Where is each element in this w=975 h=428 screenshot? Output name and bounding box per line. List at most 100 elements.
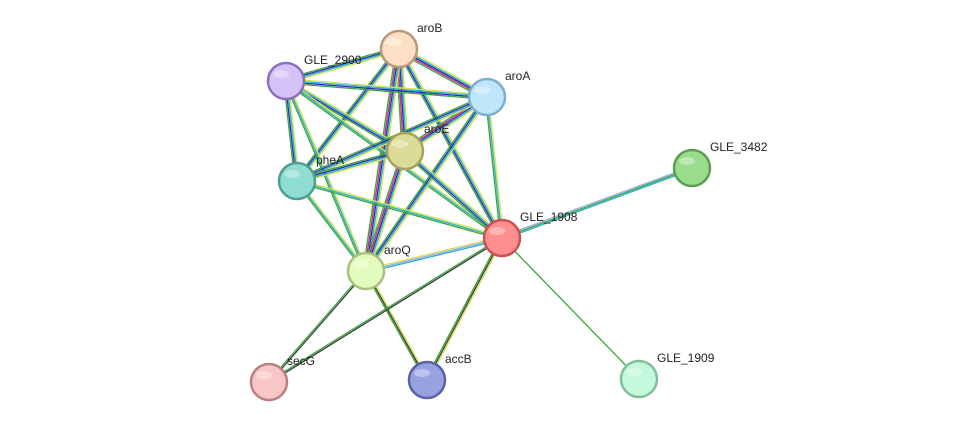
node-label: accB [445,352,472,366]
edge-evidence-line [502,168,693,241]
node-label: pheA [316,153,344,167]
edge-evidence-line [365,235,502,271]
edge-GLE_1908-secG[interactable] [268,236,503,384]
edge-evidence-line [365,237,503,272]
edge-evidence-line [367,97,490,273]
edge-evidence-line [285,82,487,100]
edge-evidence-line [501,165,692,238]
node-highlight [489,227,505,235]
node-GLE_3482[interactable]: GLE_3482 [672,140,768,188]
edge-evidence-line [501,167,693,239]
edge-GLE_1908-GLE_1909[interactable] [501,237,640,380]
edge-evidence-line [366,151,408,272]
node-label: GLE_1909 [657,351,715,365]
edge-evidence-line [285,80,367,272]
edge-aroQ-GLE_1908[interactable] [365,235,503,274]
node-label: aroQ [384,243,411,257]
edge-evidence-line [296,180,503,239]
edge-evidence-line [362,48,397,271]
node-GLE_2900[interactable]: GLE_2900 [266,53,362,101]
edge-evidence-line [484,97,502,239]
edge-evidence-line [269,271,368,383]
edge-evidence-line [363,95,486,271]
edge-evidence-line [425,236,502,380]
edge-evidence-line [486,96,503,239]
node-circle[interactable] [266,61,306,101]
edge-evidence-line [285,81,487,99]
edge-pheA-GLE_1908[interactable] [296,178,503,241]
node-accB[interactable]: accB [407,352,472,400]
edge-evidence-line [269,238,503,384]
edge-evidence-line [296,181,502,241]
node-label: aroA [505,69,530,83]
node-GLE_1908[interactable]: GLE_1908 [482,210,578,258]
node-label: GLE_2900 [304,53,362,67]
edge-evidence-line [366,238,503,274]
node-GLE_1909[interactable]: GLE_1909 [619,351,715,399]
edge-evidence-line [297,178,503,238]
edge-evidence-line [364,96,487,271]
edge-GLE_1908-GLE_3482[interactable] [501,165,693,241]
edge-evidence-line [364,271,427,382]
edge-evidence-line [363,150,405,271]
node-highlight [284,170,300,178]
edge-evidence-line [286,78,488,96]
node-secG[interactable]: secG [249,354,315,402]
node-label: GLE_3482 [710,140,768,154]
node-circle[interactable] [407,360,447,400]
edge-evidence-line [405,149,503,238]
edge-evidence-line [404,151,502,240]
edge-evidence-line [426,237,503,381]
edge-aroA-aroQ[interactable] [363,95,490,273]
edge-aroQ-secG[interactable] [267,270,368,383]
edge-GLE_1908-accB[interactable] [425,236,504,382]
edge-evidence-line [285,47,399,81]
node-label: secG [287,354,315,368]
node-circle[interactable] [277,161,317,201]
edge-aroB-GLE_2900[interactable] [285,46,400,84]
edge-evidence-line [368,151,409,273]
node-layer: aroB GLE_2900 aroA aroE pheA GLE_3482GLE_1908… [249,21,768,402]
edge-evidence-line [366,49,402,272]
node-circle[interactable] [482,218,522,258]
node-circle[interactable] [249,362,289,402]
edge-aroA-GLE_1908[interactable] [484,96,505,239]
node-circle[interactable] [379,29,419,69]
edge-aroE-aroQ[interactable] [362,149,409,273]
node-aroA[interactable]: aroA [467,69,530,117]
node-highlight [414,369,430,377]
node-label: aroB [417,21,442,35]
edge-evidence-line [366,97,489,272]
node-highlight [392,140,408,148]
node-circle[interactable] [467,77,507,117]
edge-evidence-line [286,50,400,84]
node-label: aroE [424,122,449,136]
node-circle[interactable] [672,148,712,188]
node-aroE[interactable]: aroE [385,122,449,171]
node-highlight [353,260,369,268]
node-highlight [626,368,642,376]
edge-evidence-line [362,149,403,271]
edge-evidence-line [365,150,406,272]
node-circle[interactable] [385,131,425,171]
edge-GLE_2900-aroA[interactable] [285,78,488,100]
edge-evidence-line [268,236,502,382]
node-pheA[interactable]: pheA [277,153,344,201]
node-circle[interactable] [619,359,659,399]
node-highlight [256,371,272,379]
node-circle[interactable] [346,251,386,291]
edge-aroE-GLE_1908[interactable] [403,148,504,241]
edge-evidence-line [406,148,504,237]
edge-evidence-line [286,49,400,83]
edge-evidence-line [487,96,505,238]
node-aroQ[interactable]: aroQ [346,243,411,291]
edge-aroQ-accB[interactable] [364,269,429,382]
node-highlight [474,86,490,94]
edge-evidence-line [295,94,487,180]
node-aroB[interactable]: aroB [379,21,442,69]
edge-evidence-line [397,49,502,239]
edge-evidence-line [399,48,504,238]
edge-evidence-line [286,79,488,97]
node-highlight [679,157,695,165]
